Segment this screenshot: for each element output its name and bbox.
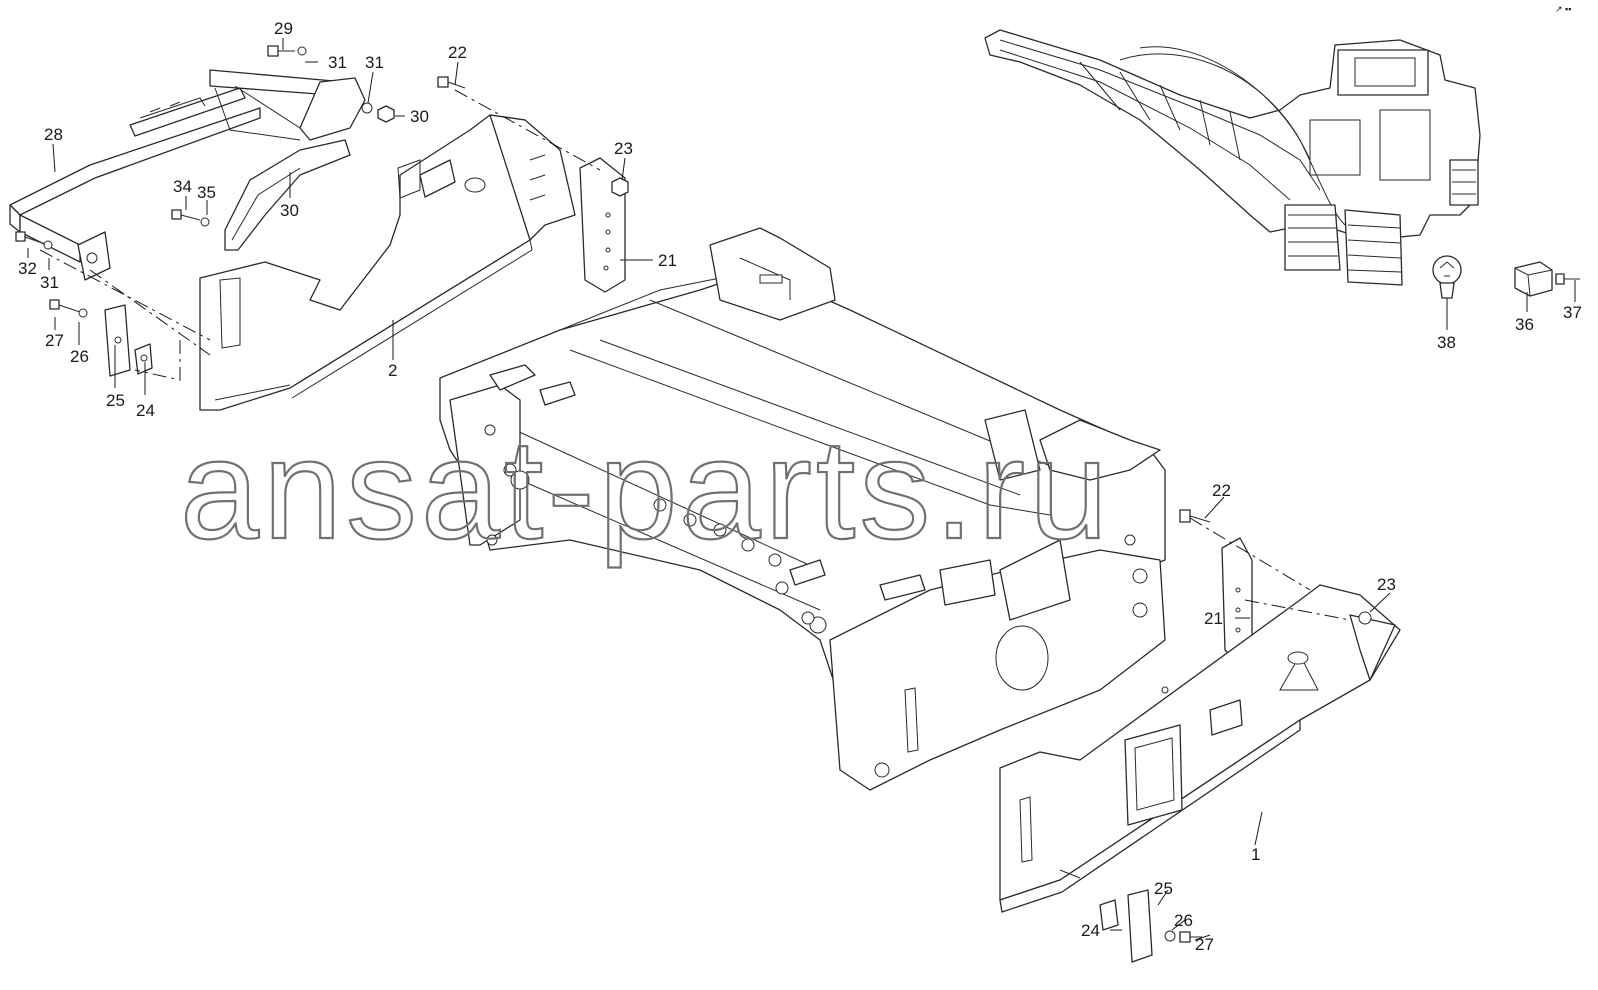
machine-overview-illustration xyxy=(984,29,1481,286)
callout-30-mid: 30 xyxy=(280,201,299,220)
callout-1: 1 xyxy=(1251,845,1260,864)
plate-part-2 xyxy=(199,114,576,411)
callout-22-top: 22 xyxy=(448,43,467,62)
callout-25-lower: 25 xyxy=(1154,879,1173,898)
leader-lines xyxy=(27,38,1576,941)
callout-31-top: 31 xyxy=(328,53,347,72)
bracket-part-21-upper xyxy=(579,157,626,293)
callout-35: 35 xyxy=(197,183,216,202)
callout-30-top: 30 xyxy=(410,107,429,126)
plate-part-1 xyxy=(999,584,1401,913)
callout-24-lower: 24 xyxy=(1081,921,1100,940)
callout-22-lower: 22 xyxy=(1212,481,1231,500)
callout-21-lower: 21 xyxy=(1204,609,1223,628)
callout-34: 34 xyxy=(173,177,192,196)
callout-23-lower: 23 xyxy=(1377,575,1396,594)
screw-part-37 xyxy=(1555,273,1580,285)
callout-28: 28 xyxy=(44,125,63,144)
callout-21-top: 21 xyxy=(658,251,677,270)
lamp-housing-part xyxy=(1514,261,1553,297)
callout-29: 29 xyxy=(274,19,293,38)
callout-23-top: 23 xyxy=(614,139,633,158)
callout-26-lower: 26 xyxy=(1174,911,1193,930)
callout-24-left: 24 xyxy=(136,401,155,420)
callout-25-left: 25 xyxy=(106,391,125,410)
corner-mark: ↗ ▪▪ xyxy=(1555,4,1571,14)
lamp-bulb-part xyxy=(1432,255,1462,299)
callout-labels: 29 31 31 22 30 28 23 34 35 30 21 32 31 2… xyxy=(18,19,1582,954)
watermark-text: ansat-parts.ru xyxy=(180,410,1112,569)
callout-31-left: 31 xyxy=(40,273,59,292)
frame-part-28 xyxy=(9,69,366,281)
callout-26-left: 26 xyxy=(70,347,89,366)
callout-32: 32 xyxy=(18,259,37,278)
callout-37: 37 xyxy=(1563,303,1582,322)
callout-27-left: 27 xyxy=(45,331,64,350)
callout-31-mid: 31 xyxy=(365,53,384,72)
callout-36: 36 xyxy=(1515,315,1534,334)
bracket-part-30 xyxy=(224,139,351,251)
callout-2: 2 xyxy=(388,361,397,380)
hardware-lower-right xyxy=(1099,509,1372,963)
hardware-top-left xyxy=(15,45,629,318)
callout-38: 38 xyxy=(1437,333,1456,352)
assembly-lines xyxy=(39,89,1351,621)
callout-27-lower: 27 xyxy=(1195,935,1214,954)
plate-parts-24-25-left xyxy=(104,304,153,377)
main-frame-assembly xyxy=(439,227,1166,791)
